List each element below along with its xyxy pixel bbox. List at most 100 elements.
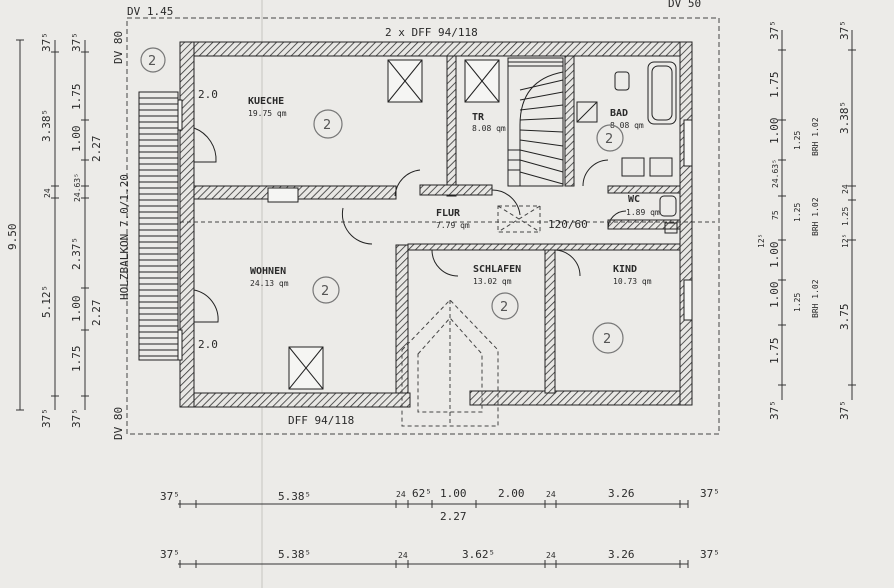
dim-label: 37⁵ (768, 20, 781, 40)
dim-label: 37⁵ (70, 32, 83, 52)
right-inner-dims: 37⁵ 1.75 1.00 24.63⁵ 75 12⁵ 1.00 1.00 1.… (757, 20, 781, 420)
opening-label: 120/60 (548, 218, 588, 231)
bottom-dim-lines (178, 500, 689, 568)
handwritten-numbers: 2 2 2 2 2 2 (148, 54, 613, 347)
dim-label: 2.27 (90, 300, 103, 327)
dim-label: 37⁵ (768, 400, 781, 420)
dim-label: 1.75 (70, 84, 83, 111)
top-window-label: 2 x DFF 94/118 (385, 26, 478, 39)
dim-label: 1.25 (793, 203, 802, 222)
mark-2: 2 (323, 118, 331, 133)
room-label-bad: BAD 8.08 qm (610, 108, 644, 130)
dim-label: BRH 1.02 (811, 279, 820, 318)
room-label-flur: FLUR 7.79 qm (436, 208, 470, 230)
room-label-wc: WC 1.89 qm (626, 194, 660, 217)
dim-label: 37⁵ (160, 548, 180, 561)
room-area: 8.08 qm (472, 124, 506, 133)
dim-label: 3.26 (608, 487, 635, 500)
dim-label: 2.37⁵ (70, 237, 83, 270)
room-label-tr: TR 8.08 qm (472, 112, 506, 133)
room-area: 1.89 qm (626, 208, 660, 217)
mark-2: 2 (605, 132, 613, 147)
top-windows (288, 59, 500, 390)
balcony (138, 91, 179, 361)
room-name: BAD (610, 108, 628, 119)
dim-label: 2.00 (498, 487, 525, 500)
dv-left-bottom: DV 80 (112, 407, 125, 440)
dim-label: 24 (841, 184, 850, 194)
dim-label: 1.25 (841, 207, 850, 226)
dv-left-top: DV 80 (112, 31, 125, 64)
staircase (507, 57, 564, 187)
dv-top-right: DV 50 (668, 0, 701, 10)
room-name: FLUR (436, 208, 461, 219)
dim-label: 3.26 (608, 548, 635, 561)
dim-label: BRH 1.02 (811, 117, 820, 156)
dashed-lines (180, 205, 715, 427)
right-outer-dims: 37⁵ 3.38⁵ 24 1.25 12⁵ 3.75 37⁵ (838, 20, 851, 420)
left-outer-dims: 37⁵ 3.38⁵ 24 5.12⁵ 37⁵ (40, 32, 53, 428)
room-area: 8.08 qm (610, 121, 644, 130)
dim-label: 24 (546, 551, 556, 560)
room-name: SCHLAFEN (473, 264, 521, 275)
room-name: WOHNEN (250, 266, 286, 277)
dim-label: 37⁵ (160, 490, 180, 503)
handwritten-marks (140, 47, 624, 354)
dim-label: 1.75 (768, 338, 781, 365)
bottom-dims-row1: 37⁵ 5.38⁵ 24 62⁵ 1.00 2.00 24 3.26 37⁵ 2… (160, 487, 720, 523)
balcony-height-top: 2.0 (198, 88, 218, 101)
bath-fixtures (576, 61, 678, 234)
room-area: 24.13 qm (250, 279, 289, 288)
room-label-wohnen: WOHNEN 24.13 qm (250, 266, 289, 288)
dim-label: 37⁵ (70, 408, 83, 428)
balcony-height-bottom: 2.0 (198, 338, 218, 351)
bottom-dims-row2: 37⁵ 5.38⁵ 24 3.62⁵ 24 3.26 37⁵ (160, 548, 720, 561)
dim-label: 1.75 (768, 72, 781, 99)
dim-label: 12⁵ (841, 234, 850, 248)
dim-label: 24.63⁵ (73, 173, 82, 202)
dim-label: 1.00 (768, 242, 781, 269)
room-label-schlafen: SCHLAFEN 13.02 qm (473, 264, 521, 286)
dim-label: 5.12⁵ (40, 285, 53, 318)
mark-2: 2 (603, 332, 611, 347)
dim-label: 3.38⁵ (40, 109, 53, 142)
dim-label: 3.62⁵ (462, 548, 495, 561)
dv-top-left: DV 1.45 (127, 5, 173, 18)
dim-label: 24.63⁵ (771, 159, 780, 188)
dim-label: 2.27 (440, 510, 467, 523)
door-swings (193, 127, 627, 323)
dim-label: 1.00 (70, 296, 83, 323)
right-windows (177, 99, 693, 361)
dim-label: 24 (546, 490, 556, 499)
balcony-label: HOLZBALKON 7.0/1.20 (118, 174, 131, 300)
room-area: 10.73 qm (613, 277, 652, 286)
left-inner-dims: 37⁵ 1.75 1.00 24.63⁵ 2.37⁵ 1.00 1.75 37⁵ (70, 32, 83, 428)
dim-label: 12⁵ (757, 234, 766, 248)
room-label-kind: KIND 10.73 qm (613, 264, 652, 286)
right-sub-dims: 1.25 1.25 1.25 BRH 1.02 BRH 1.02 BRH 1.0… (793, 117, 820, 318)
room-name: WC (628, 194, 640, 205)
right-dim-lines (778, 30, 856, 400)
dim-label: BRH 1.02 (811, 197, 820, 236)
left-total-dim: 9.50 (6, 224, 19, 251)
dim-label: 37⁵ (40, 32, 53, 52)
dim-label: 3.38⁵ (838, 101, 851, 134)
dim-label: 24 (396, 490, 406, 499)
dim-label: 37⁵ (838, 20, 851, 40)
dim-label: 62⁵ (412, 487, 432, 500)
mark-2: 2 (321, 284, 329, 299)
dim-label: 1.25 (793, 293, 802, 312)
dim-label: 3.75 (838, 304, 851, 331)
dim-label: 24 (398, 551, 408, 560)
dim-label: 1.00 (768, 282, 781, 309)
mark-2: 2 (148, 54, 156, 69)
roof-outline (126, 17, 720, 435)
dim-label: 37⁵ (700, 548, 720, 561)
dim-label: 37⁵ (700, 487, 720, 500)
dim-label: 37⁵ (40, 408, 53, 428)
bottom-window-label: DFF 94/118 (288, 414, 354, 427)
dim-label: 1.00 (440, 487, 467, 500)
dim-label: 1.00 (768, 118, 781, 145)
dim-label: 1.25 (793, 131, 802, 150)
